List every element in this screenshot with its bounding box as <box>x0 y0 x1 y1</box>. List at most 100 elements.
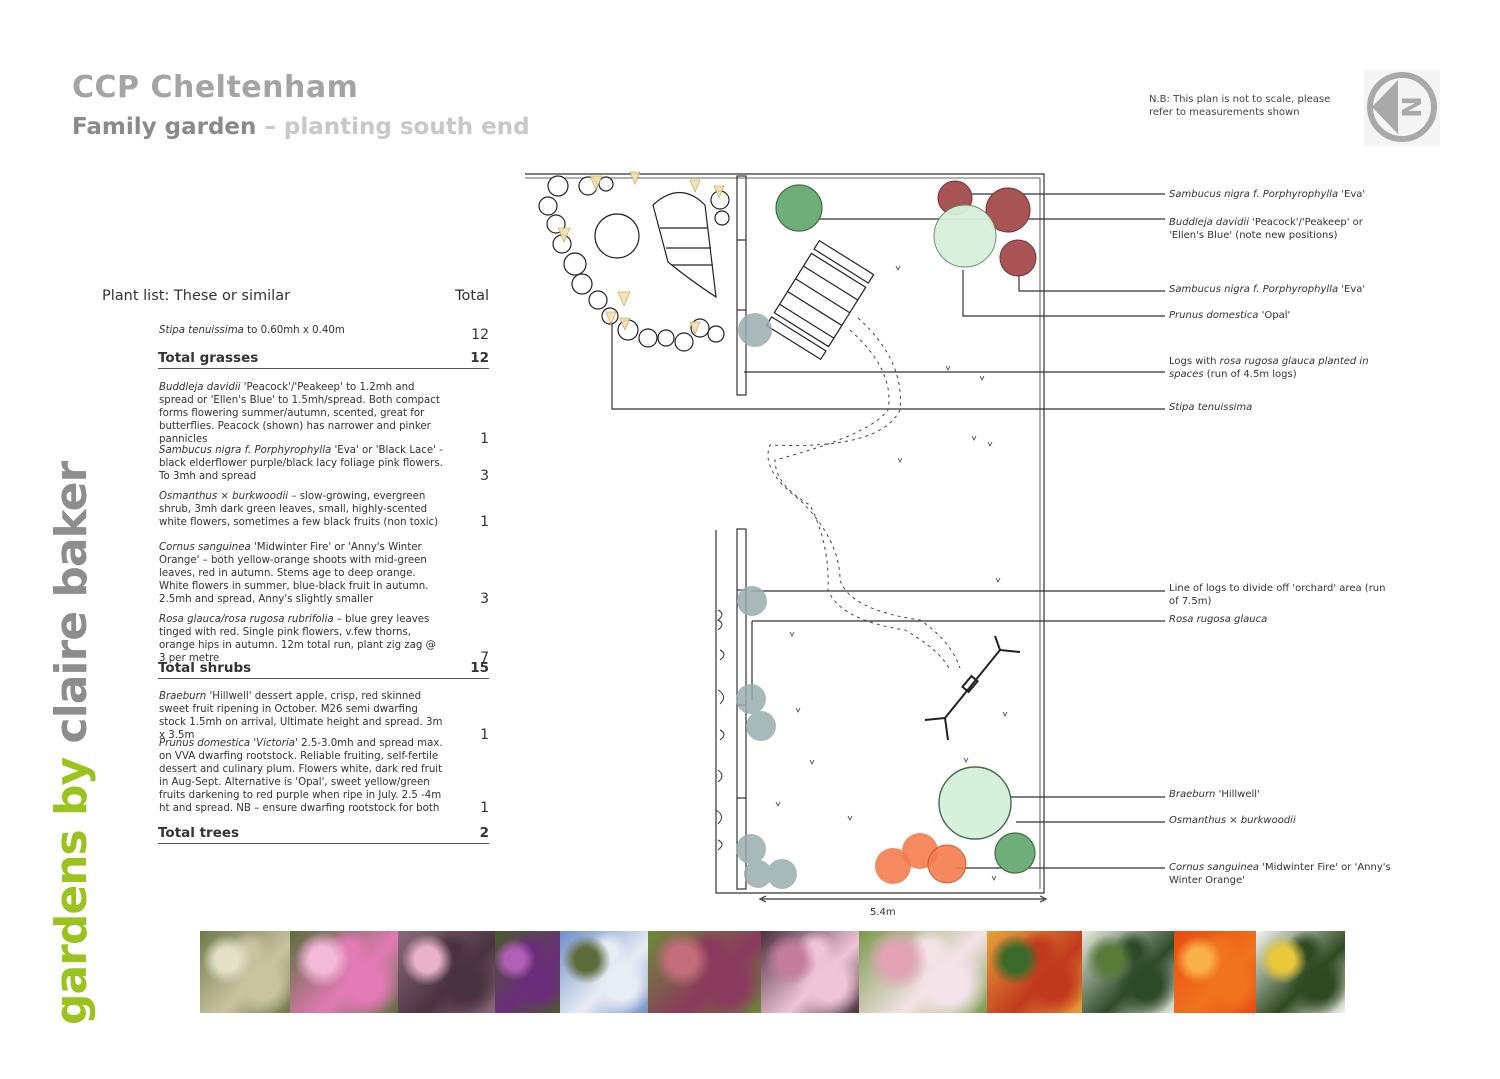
photo-sambucus-flower <box>761 931 859 1013</box>
entry-qty: 1 <box>480 727 489 743</box>
scale-note: N.B: This plan is not to scale, please r… <box>1149 94 1331 118</box>
photo-plum <box>648 931 761 1013</box>
entry-latin: Rosa glauca/rosa rugosa rubrifolia <box>159 614 334 625</box>
label-sambucus-top: Sambucus nigra f. Porphyrophylla 'Eva' <box>1169 188 1394 201</box>
photo-apple-blossom <box>859 931 987 1013</box>
label-braeburn: Braeburn 'Hillwell' <box>1169 788 1394 801</box>
log-run-top <box>736 175 747 396</box>
total-qty: 12 <box>470 350 489 366</box>
label-latin: Stipa tenuissima <box>1169 402 1253 413</box>
label-text: (run of 4.5m logs) <box>1203 369 1297 380</box>
stipa-tufts <box>557 171 725 336</box>
photo-sambucus <box>398 931 495 1013</box>
plant-entry-rosa: Rosa glauca/rosa rugosa rubrifolia – blu… <box>159 613 489 665</box>
label-latin: Cornus sanguinea <box>1169 862 1260 873</box>
photo-cornus <box>1174 931 1256 1013</box>
total-label: Total grasses <box>158 350 259 366</box>
photo-stipa <box>200 931 290 1013</box>
label-rosa: Rosa rugosa glauca <box>1169 613 1394 626</box>
pond-shape <box>594 213 640 259</box>
compass-letter: N <box>1398 96 1428 118</box>
total-label: Total shrubs <box>158 660 252 676</box>
entry-latin: Braeburn <box>159 691 207 702</box>
entry-latin: Buddleja davidii <box>159 382 241 393</box>
entry-text: 'Peacock'/'Peakeep' to 1.2mh and spread … <box>159 382 440 445</box>
plant-symbols <box>736 180 1037 889</box>
entry-qty: 7 <box>480 650 489 666</box>
label-text: 'Midwinter Fire' or 'Anny's Winter Orang… <box>1169 862 1391 886</box>
scale-label: 5.4m <box>870 907 896 918</box>
plant-entry-osmanthus: Osmanthus × burkwoodii – slow-growing, e… <box>159 490 489 529</box>
entry-text: 2.5-3.0mh and spread max. on VVA dwarfin… <box>159 738 443 814</box>
label-logs: Logs with rosa rugosa glauca planted in … <box>1169 355 1394 381</box>
prunus-symbol <box>933 204 997 268</box>
entry-qty: 3 <box>480 468 489 484</box>
entry-latin: Stipa tenuissima <box>159 325 244 336</box>
entry-text: 'Hillwell' dessert apple, crisp, red ski… <box>159 691 443 741</box>
boat-shape <box>652 192 717 299</box>
entry-text: – slow-growing, evergreen shrub, 3mh dar… <box>159 491 439 528</box>
entry-text: 'Midwinter Fire' or 'Anny's Winter Orang… <box>159 542 429 605</box>
rosa-symbols <box>736 313 797 889</box>
plant-list-total-heading: Total <box>455 288 489 304</box>
entry-text: – blue grey leaves tinged with red. Sing… <box>159 614 436 664</box>
plant-entry-buddleja: Buddleja davidii 'Peacock'/'Peakeep' to … <box>159 381 489 446</box>
plant-entry-cornus: Cornus sanguinea 'Midwinter Fire' or 'An… <box>159 541 489 606</box>
plant-entry-sambucus: Sambucus nigra f. Porphyrophylla 'Eva' o… <box>159 444 489 483</box>
label-latin: rosa rugosa glauca planted in spaces <box>1169 356 1369 380</box>
page-title: CCP Cheltenham <box>72 70 359 105</box>
entry-qty: 12 <box>471 327 489 343</box>
label-latin: Rosa rugosa glauca <box>1169 614 1268 625</box>
photo-prunus-blossom <box>560 931 648 1013</box>
label-text: 'Peacock'/'Peakeep' or 'Ellen's Blue' (n… <box>1169 217 1363 241</box>
label-sambucus-bottom: Sambucus nigra f. Porphyrophylla 'Eva' <box>1169 283 1394 296</box>
buddleja-symbol <box>775 184 823 232</box>
garden-boundary <box>525 173 1045 894</box>
page-subtitle: Family garden – planting south end <box>72 114 530 140</box>
label-pre: Logs with <box>1169 356 1220 367</box>
entry-latin: Cornus sanguinea <box>159 542 251 553</box>
plant-entry-braeburn: Braeburn 'Hillwell' dessert apple, crisp… <box>159 690 489 742</box>
total-trees-row: Total trees 2 <box>158 825 489 844</box>
entry-qty: 3 <box>480 591 489 607</box>
label-latin: Sambucus nigra f. Porphyrophylla <box>1169 189 1339 200</box>
entry-qty: 1 <box>480 514 489 530</box>
photo-buddleja <box>495 931 560 1013</box>
north-compass-icon: N <box>1364 70 1440 146</box>
label-pre: Line of logs to divide off 'orchard' are… <box>1169 583 1386 607</box>
play-frame <box>924 635 1021 741</box>
photo-apples <box>987 931 1082 1013</box>
total-label: Total trees <box>158 825 240 841</box>
sambucus-symbol <box>999 239 1037 277</box>
label-cornus: Cornus sanguinea 'Midwinter Fire' or 'An… <box>1169 861 1394 887</box>
sambucus-symbol <box>985 187 1031 233</box>
label-text: 'Eva' <box>1338 189 1366 200</box>
entry-latin: Sambucus nigra f. Porphyrophylla <box>159 445 332 456</box>
label-latin: Prunus domestica <box>1169 310 1259 321</box>
label-stipa: Stipa tenuissima <box>1169 401 1394 414</box>
label-log-line: Line of logs to divide off 'orchard' are… <box>1169 582 1394 608</box>
label-latin: Braeburn <box>1169 789 1216 800</box>
label-text: 'Eva' <box>1338 284 1366 295</box>
plant-photo-strip <box>200 931 1345 1013</box>
total-qty: 2 <box>479 825 489 841</box>
cornus-symbol <box>875 848 911 884</box>
photo-osmanthus <box>1082 931 1174 1013</box>
osmanthus-symbol <box>994 832 1036 874</box>
label-text: 'Hillwell' <box>1215 789 1260 800</box>
picnic-bench <box>765 239 875 361</box>
entry-latin: Osmanthus × burkwoodii <box>159 491 289 502</box>
photo-daisies <box>1256 931 1345 1013</box>
label-osmanthus: Osmanthus × burkwoodii <box>1169 814 1394 827</box>
label-text: 'Opal' <box>1258 310 1291 321</box>
braeburn-symbol <box>938 766 1012 840</box>
label-prunus: Prunus domestica 'Opal' <box>1169 309 1394 322</box>
entry-qty: 1 <box>480 800 489 816</box>
entry-qty: 1 <box>480 431 489 447</box>
label-latin: Osmanthus × burkwoodii <box>1169 815 1296 826</box>
cornus-symbol <box>927 844 967 884</box>
entry-text: 'Eva' or 'Black Lace' - black elderflowe… <box>159 445 443 482</box>
